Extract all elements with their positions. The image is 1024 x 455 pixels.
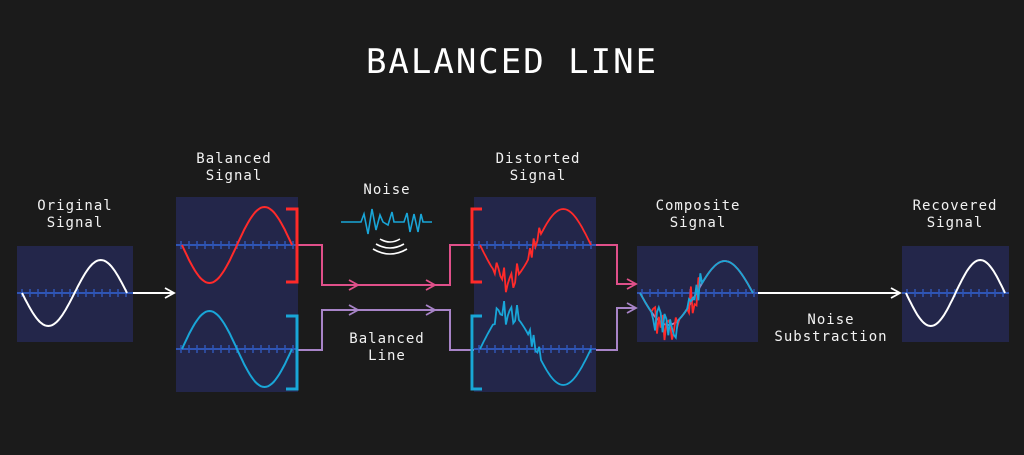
distorted-cold-wave <box>479 300 592 386</box>
label-composite-signal: Composite Signal <box>655 198 741 231</box>
label-noise: Noise <box>363 182 411 198</box>
panel-balanced <box>176 197 298 392</box>
label-recovered-signal: Recovered Signal <box>912 198 998 231</box>
hot-bracket-balanced <box>286 207 299 284</box>
diagram-title: BALANCED LINE <box>365 42 659 82</box>
balanced-hot-wave <box>181 205 293 285</box>
label-distorted-signal: Distorted Signal <box>495 151 581 184</box>
label-balanced-signal: Balanced Signal <box>196 151 272 184</box>
hot-bracket-distorted <box>470 207 482 284</box>
cold-line-conductor <box>298 309 474 351</box>
composite-cold-noise <box>639 260 754 340</box>
label-original-signal: Original Signal <box>37 198 113 231</box>
panel-distorted <box>474 197 596 392</box>
cold-bracket-distorted <box>470 314 482 391</box>
balanced-cold-wave <box>181 309 293 389</box>
original-sine-wave <box>21 258 128 328</box>
hot-line-conductor <box>298 244 474 286</box>
label-noise-subtraction: Noise Substraction <box>774 312 888 345</box>
recovered-sine-wave <box>905 258 1006 328</box>
distorted-hot-wave <box>479 208 592 293</box>
noise-waveform-icon <box>341 208 432 235</box>
hot-to-composite <box>596 244 638 290</box>
noise-broadcast-icon <box>372 238 408 255</box>
cold-bracket-balanced <box>286 314 299 391</box>
cold-to-composite <box>596 302 638 351</box>
label-balanced-line: Balanced Line <box>349 331 425 364</box>
